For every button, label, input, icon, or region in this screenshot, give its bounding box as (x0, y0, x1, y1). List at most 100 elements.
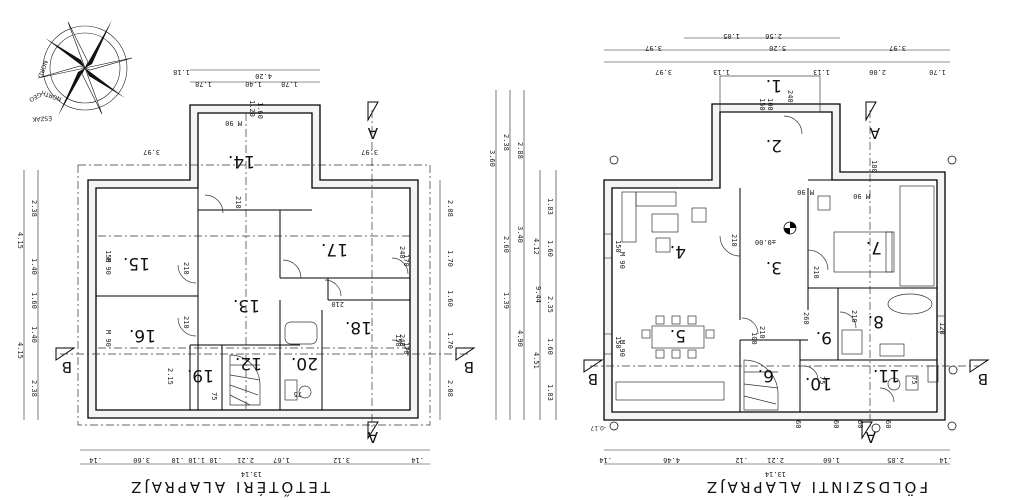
attic-right-dim: 2.08 (446, 200, 454, 217)
svg-text:A: A (367, 428, 378, 446)
attic-section-mark-b-right: B (455, 347, 476, 376)
attic-left-dim: 1.40 (30, 258, 38, 275)
attic-interior-walls (96, 188, 410, 410)
ground-door-label: 240 (786, 90, 794, 103)
attic-bottom-dim: .14 (89, 456, 102, 464)
attic-room-18: 18. (345, 317, 372, 337)
compass-eszak-label: ÉSZAK (31, 114, 52, 124)
ground-door-label: 60 (856, 420, 864, 428)
ground-datum-marker (783, 221, 797, 235)
attic-dim-150: 150 (104, 250, 112, 263)
attic-left-dim: 2.38 (30, 200, 38, 217)
ground-section-mark-a-top: A (865, 101, 880, 142)
attic-room-15: 15. (123, 253, 150, 273)
attic-right-dim: 1.60 (446, 290, 454, 307)
attic-room-14: 14. (228, 151, 255, 171)
ground-door-label: 60 (884, 420, 892, 428)
ground-left-dim: 9.44 (534, 286, 542, 303)
ground-door-label: 210 (850, 310, 858, 323)
ground-room-4: 4. (670, 241, 686, 261)
ground-top-dim: 2.56 (765, 32, 782, 40)
svg-text:A: A (367, 124, 378, 142)
ground-left-dim: 2.38 (502, 134, 510, 151)
attic-room-12: 12. (235, 353, 262, 373)
attic-dim-178a: 1.78 (195, 80, 212, 88)
attic-left-dim: 1.60 (30, 292, 38, 309)
svg-text:B: B (588, 370, 598, 388)
ground-left-dim: 2.35 (546, 296, 554, 313)
attic-bottom-total: 13.14 (241, 470, 262, 478)
ground-door-label: 60 (794, 420, 802, 428)
attic-dim-240: 240 (398, 246, 406, 259)
ground-top-dim: 3.97 (889, 44, 906, 52)
ground-living-furniture (621, 191, 707, 253)
ground-door-label: 210 (730, 234, 738, 247)
ground-door-label: 150 (614, 240, 622, 253)
ground-bottom-dim: 2.21 (767, 456, 784, 464)
attic-elev-top: 3.97 (143, 148, 160, 156)
attic-left-dim: 4.15 (16, 232, 24, 249)
ground-bottom-dim: .14 (939, 456, 952, 464)
ground-room-3: 3. (766, 257, 782, 277)
attic-elev-top2: 3.97 (361, 148, 378, 156)
svg-text:B: B (978, 370, 988, 388)
ground-door-label: 75 (910, 376, 918, 384)
ground-room-6: 6. (758, 365, 774, 385)
attic-dim-210b: 210 (182, 262, 190, 275)
ground-door-label: 210 (812, 266, 820, 279)
ground-left-dim: 3.60 (488, 150, 496, 167)
ground-door-label: 210 (758, 326, 766, 339)
attic-dim-178b: 1.78 (281, 80, 298, 88)
attic-bottom-dim: 3.60 (133, 456, 150, 464)
ground-left-dim: 1.39 (502, 292, 510, 309)
ground-room-8: 8. (868, 311, 884, 331)
attic-dim-160: 1.60 (256, 102, 264, 119)
attic-bath-fixtures (284, 321, 318, 401)
ground-left-dim: 2.88 (516, 142, 524, 159)
ground-entry-porch (719, 75, 821, 113)
attic-dim-210d: 210 (331, 300, 344, 308)
ground-bottom-dim: 4.46 (663, 456, 680, 464)
ground-door-label: 150 (758, 98, 766, 111)
ground-elev-017: -0.17 (590, 424, 606, 431)
ground-left-dim: 4.12 (532, 238, 540, 255)
ground-left-dim: 3.40 (516, 226, 524, 243)
compass-north-label: NORTH (40, 89, 62, 103)
attic-right-dim: 1.70 (446, 250, 454, 267)
ground-bath-fixtures (841, 293, 939, 391)
ground-room-2: 2. (766, 135, 782, 155)
ground-room-5: 5. (670, 325, 686, 345)
attic-m90-left: M 90 (104, 258, 112, 275)
ground-m90d: M 90 (618, 340, 626, 357)
attic-dim-170b: 170 (402, 342, 410, 355)
attic-bottom-dim: .14 (411, 456, 424, 464)
ground-top-dim: 5.20 (769, 44, 786, 52)
ground-m90b: M 90 (853, 192, 870, 200)
attic-right-dim: 1.70 (446, 332, 454, 349)
attic-dimension-lines (23, 69, 441, 465)
ground-top-dim: 1.13 (713, 68, 730, 76)
attic-room-19: 19. (187, 365, 214, 385)
attic-section-mark-b-left: B (55, 347, 76, 376)
attic-dim-170: 170 (402, 254, 410, 267)
ground-elev-000: ±0.00 (755, 238, 776, 246)
attic-dim-420: 4.20 (255, 72, 272, 80)
ground-bottom-dim: .12 (735, 456, 748, 464)
ground-room-9: 9. (816, 327, 832, 347)
attic-left-dim: 1.40 (30, 326, 38, 343)
ground-top-dim: 3.97 (645, 44, 662, 52)
attic-room-17: 17. (321, 239, 348, 259)
attic-bottom-dim: 3.12 (333, 456, 350, 464)
ground-bottom-dim: 1.60 (823, 456, 840, 464)
ground-door-label: 60 (832, 420, 840, 428)
attic-room-16: 16. (129, 325, 156, 345)
ground-bottom-total: 13.14 (765, 470, 786, 478)
ground-left-dim: 4.90 (516, 330, 524, 347)
attic-outer-wall (87, 104, 419, 419)
svg-text:B: B (464, 358, 474, 376)
ground-plan-title: FÖLDSZINTI ALAPRAJZ (704, 478, 928, 497)
attic-bottom-dim: .10 1.10 .10 (171, 456, 222, 464)
ground-section-mark-b-left: B (583, 359, 604, 388)
ground-door-label: 180 (870, 160, 878, 173)
svg-text:A: A (865, 428, 876, 446)
